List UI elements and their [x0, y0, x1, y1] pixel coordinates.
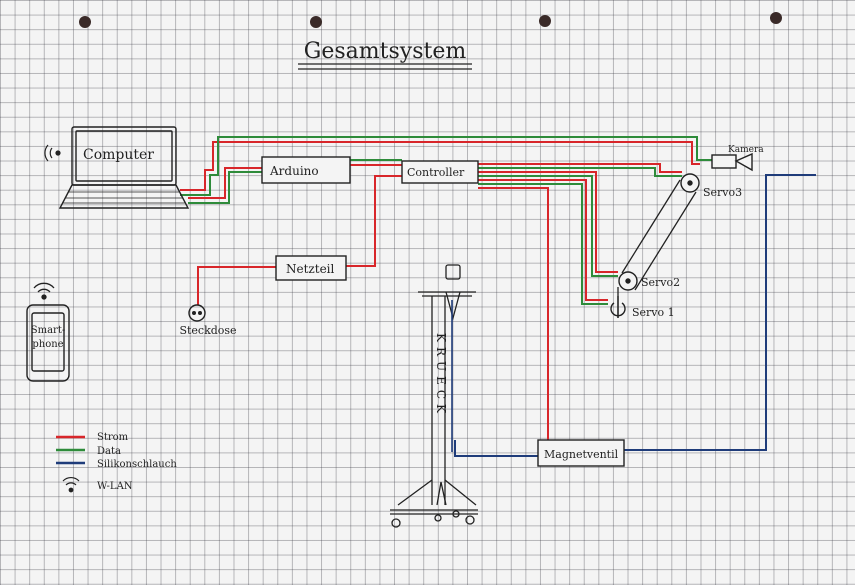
krueck-stand — [390, 264, 478, 528]
legend-label-data: Data — [97, 446, 121, 457]
legend-wifi-icon — [62, 477, 80, 493]
servo2-icon — [618, 271, 638, 291]
data-wire-controller-servo2 — [478, 175, 618, 277]
smartphone-label-line1: Smart- — [31, 325, 65, 336]
magnetventil-label: Magnetventil — [544, 448, 619, 461]
strom-wire-netzteil-controller — [346, 175, 402, 267]
smartphone-label-line2: phone — [32, 339, 63, 350]
servo1-label: Servo 1 — [632, 306, 675, 319]
data-wire-computer-top — [180, 136, 712, 196]
computer-label: Computer — [83, 147, 154, 163]
wifi-icon — [33, 282, 55, 300]
robot-arm — [617, 179, 697, 318]
controller-label: Controller — [407, 166, 465, 179]
strom-wire-steckdose-netzteil — [197, 266, 276, 305]
strom-wire-computer-arduino — [188, 167, 262, 199]
arduino-box — [261, 156, 351, 184]
controller-box — [401, 160, 479, 184]
arduino-label: Arduino — [269, 164, 319, 178]
schlauch-magnetventil-left — [454, 440, 538, 457]
netzteil-label: Netzteil — [286, 262, 335, 276]
steckdose-label: Steckdose — [179, 324, 236, 337]
wires — [180, 136, 816, 457]
strom-wire-computer-top — [180, 141, 700, 191]
legend-label-strom: Strom — [97, 432, 129, 443]
page-title: Gesamtsystem — [304, 39, 467, 64]
servo1-icon — [610, 296, 626, 318]
data-wire-controller-servo1 — [478, 183, 608, 305]
magnetventil-box — [537, 439, 625, 467]
computer — [58, 126, 190, 209]
data-wire-controller-servo3 — [478, 167, 682, 177]
schlauch-magnetventil-right — [624, 174, 816, 451]
netzteil-box — [275, 255, 347, 281]
computer-keyboard — [58, 184, 190, 209]
legend-label-schlauch: Silikonschlauch — [97, 459, 177, 470]
smartphone — [26, 304, 70, 382]
servo2-label: Servo2 — [641, 276, 680, 289]
servo3-label: Servo3 — [703, 186, 742, 199]
camera-icon — [711, 152, 753, 172]
krueck-label: KRUECK — [434, 333, 448, 418]
data-wire-computer-arduino — [188, 171, 262, 204]
legend-label-wlan: W-LAN — [97, 481, 133, 492]
legend: Strom Data Silikonschlauch W-LAN — [56, 432, 177, 493]
strom-wire-controller-servo2 — [478, 171, 618, 273]
socket-icon — [188, 304, 206, 322]
wifi-icon — [44, 144, 61, 162]
strom-wire-controller-magnetventil — [478, 187, 549, 440]
strom-wire-controller-servo3 — [478, 163, 682, 173]
strom-wire-controller-servo1 — [478, 179, 608, 301]
punch-holes — [79, 12, 782, 28]
servo3-icon — [680, 173, 700, 193]
kamera-label: Kamera — [728, 145, 764, 155]
